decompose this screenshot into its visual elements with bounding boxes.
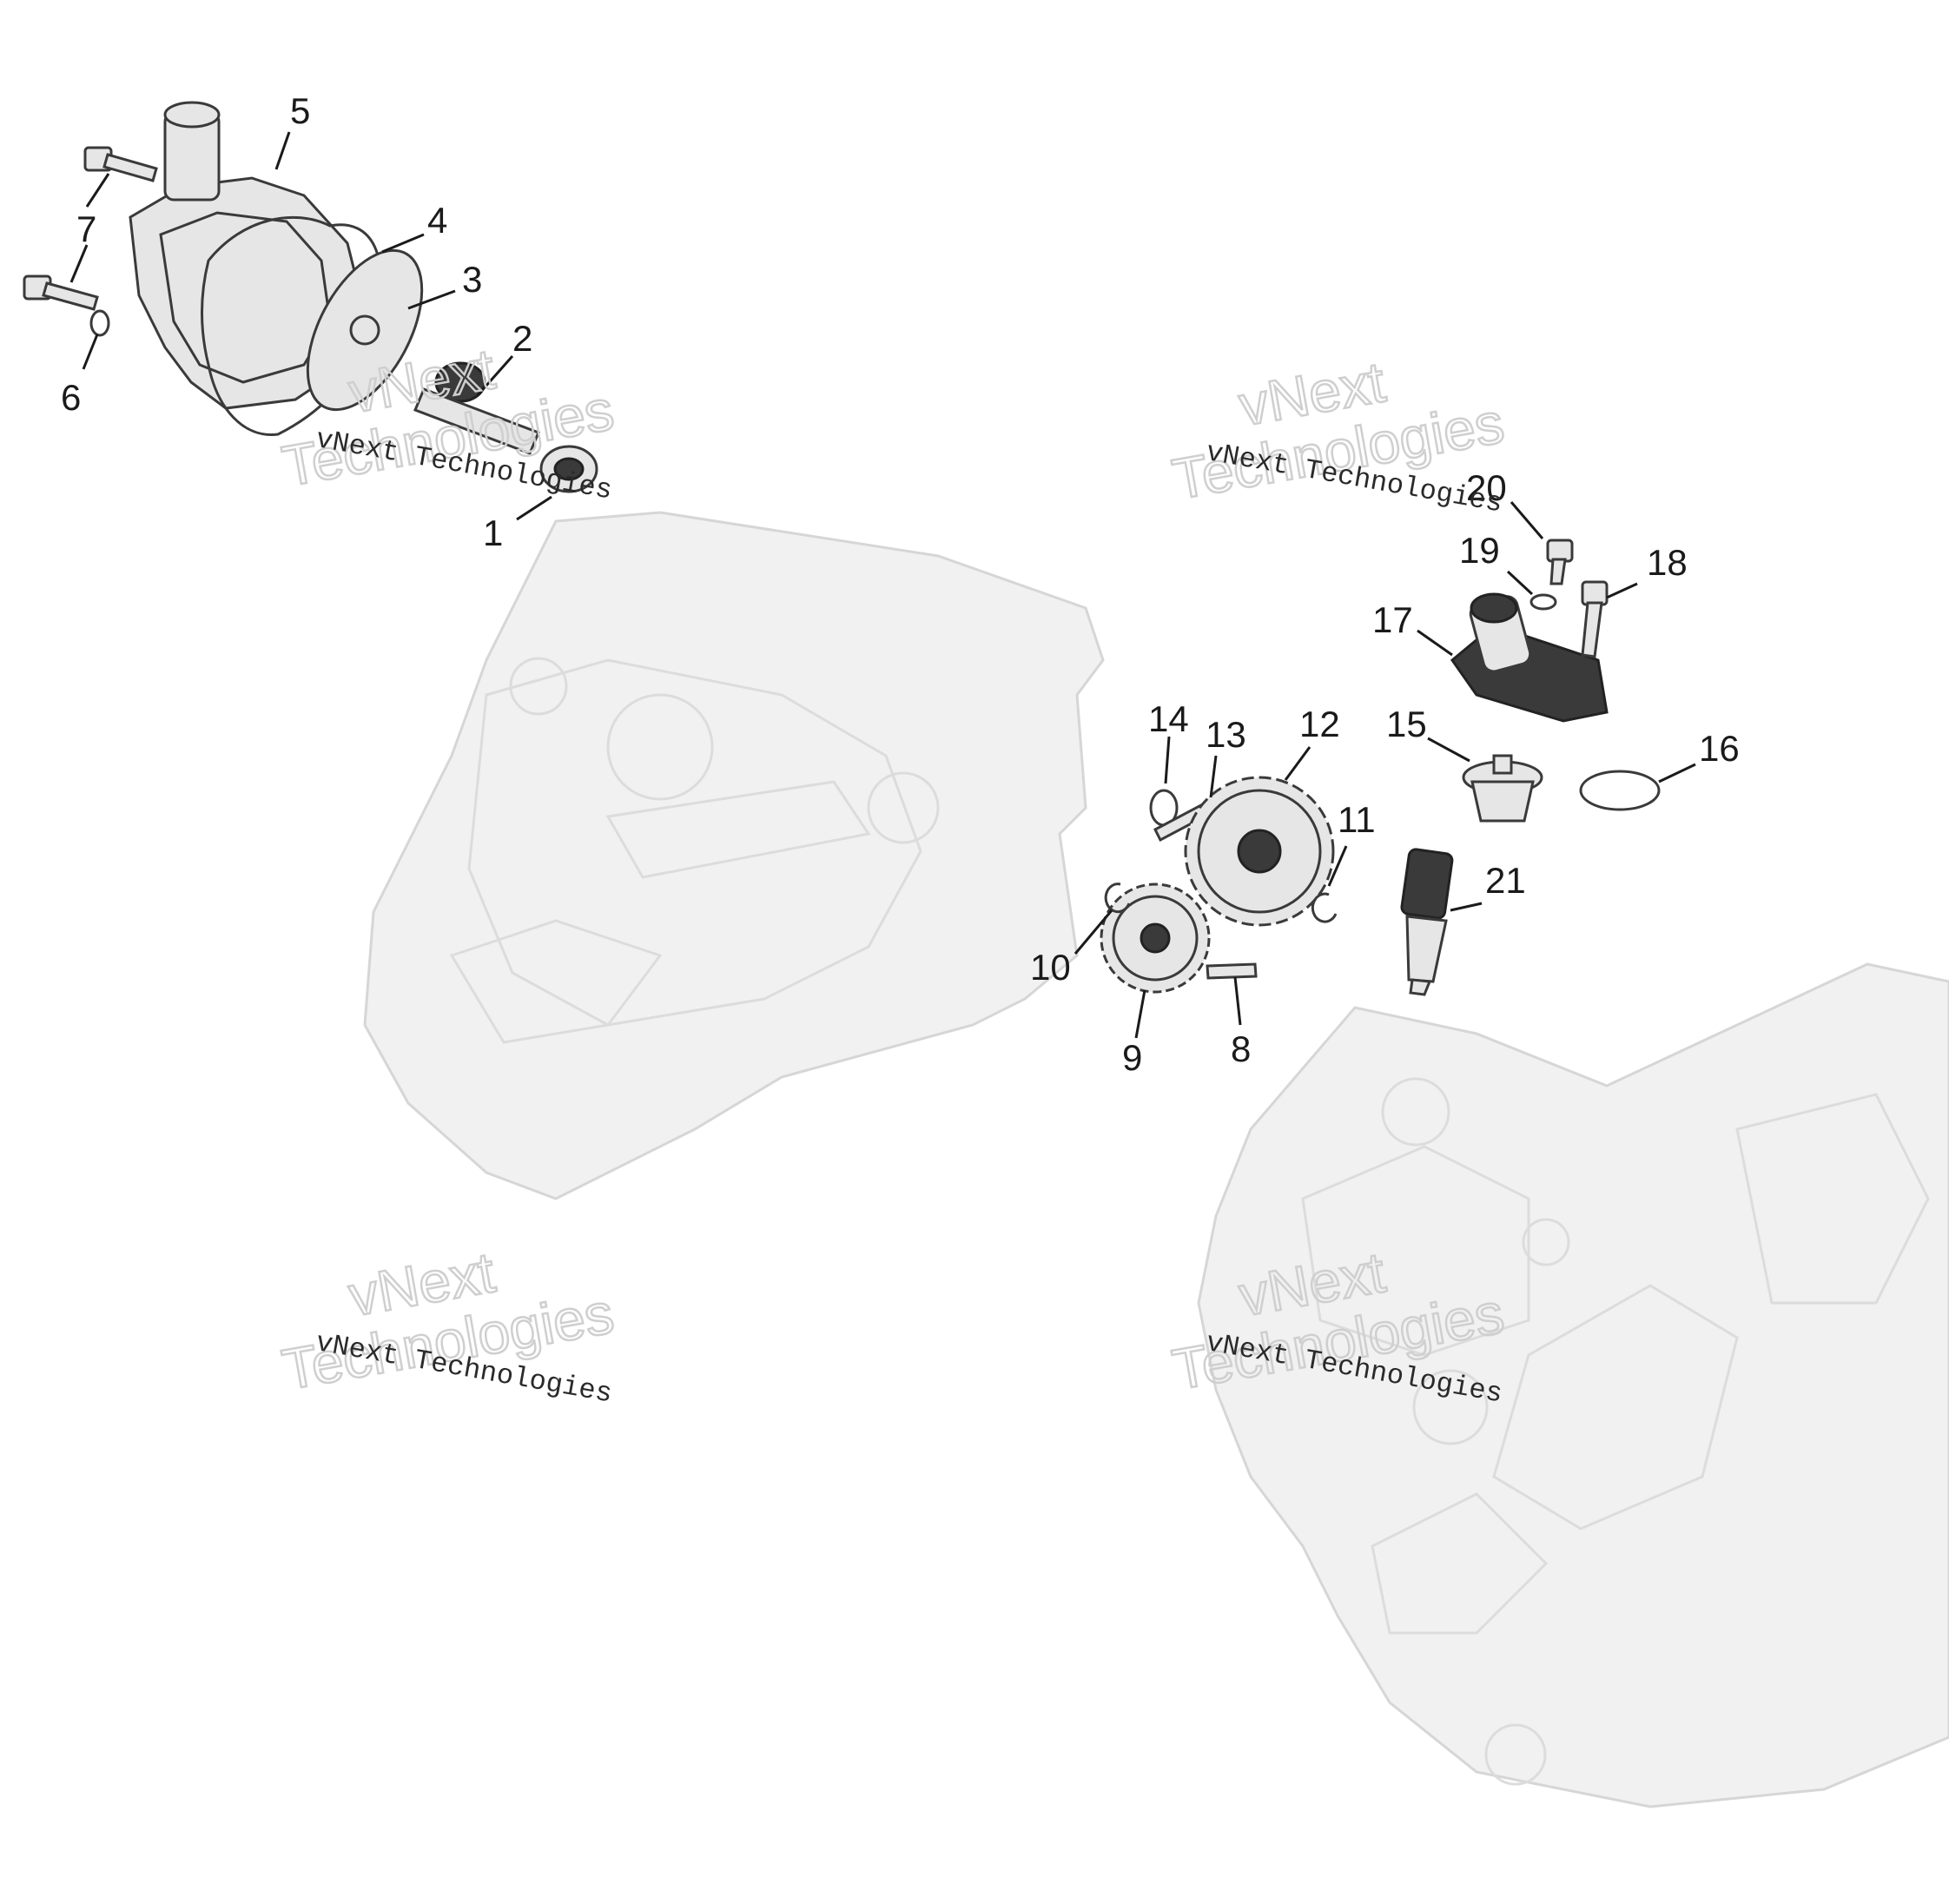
screw-housing	[1581, 580, 1609, 658]
callout-6: 6	[61, 377, 81, 418]
screw-top	[1546, 539, 1574, 585]
callout-16: 16	[1699, 728, 1740, 769]
callout-10: 10	[1030, 947, 1071, 988]
impeller-disc	[306, 248, 424, 412]
callout-13: 13	[1206, 714, 1246, 755]
callout-8: 8	[1231, 1028, 1251, 1069]
callout-21: 21	[1485, 860, 1526, 901]
callout-labels: 1 2 3 4 5 6 7 8 9 10 11 12 13 14 15 16 1…	[61, 90, 1740, 1078]
water-pump-cover	[129, 101, 367, 410]
callout-18: 18	[1647, 542, 1688, 583]
callout-17: 17	[1372, 599, 1413, 640]
callout-15: 15	[1386, 704, 1427, 744]
callout-2: 2	[512, 318, 532, 359]
pump-shaft	[413, 361, 540, 455]
small-gear	[1100, 883, 1211, 994]
thermostat-housing	[1450, 592, 1609, 723]
temperature-sensor	[1400, 848, 1454, 996]
large-gear	[1184, 776, 1335, 927]
o-ring-housing	[1579, 770, 1661, 811]
leader-lines	[69, 131, 1696, 1039]
screw-upper	[83, 146, 158, 182]
callout-19: 19	[1459, 530, 1500, 571]
callout-11: 11	[1338, 799, 1376, 840]
circlip-right	[1311, 892, 1338, 923]
callout-20: 20	[1466, 467, 1507, 508]
callout-3: 3	[462, 259, 482, 300]
callout-1: 1	[483, 512, 503, 553]
engine-case-right-ghost	[1197, 962, 1949, 1808]
callout-7: 7	[76, 208, 96, 249]
washer-housing	[1529, 593, 1557, 611]
callout-12: 12	[1299, 704, 1340, 744]
pin-lower	[1206, 962, 1258, 980]
screw-lower	[23, 274, 99, 311]
callout-5: 5	[290, 90, 310, 131]
callout-14: 14	[1148, 698, 1189, 739]
thermostat	[1462, 754, 1543, 823]
callout-4: 4	[427, 200, 447, 241]
circlip-left	[1104, 883, 1131, 914]
callout-9: 9	[1122, 1037, 1142, 1078]
watermark-bottom-left: Technologies vNext vNext Technologies	[276, 1239, 619, 1411]
o-ring-small	[89, 309, 110, 337]
oil-seal	[539, 445, 598, 493]
engine-case-left-ghost	[363, 511, 1105, 1200]
